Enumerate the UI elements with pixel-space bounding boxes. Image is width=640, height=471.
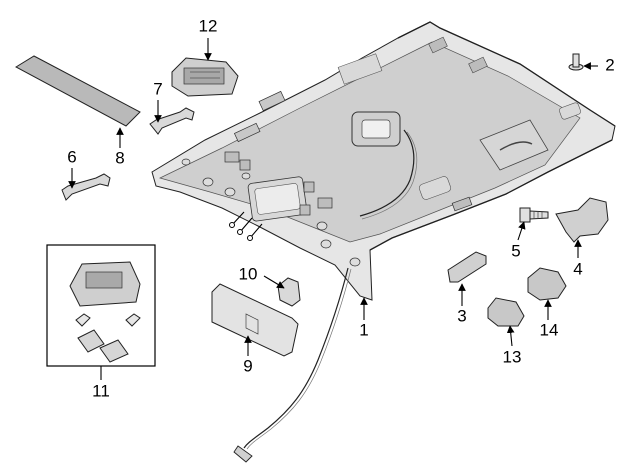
headliner-panel — [151, 21, 616, 463]
callout-2: 2 — [605, 55, 614, 74]
callout-3: 3 — [457, 306, 466, 325]
trim-strip-part-8 — [14, 55, 141, 127]
callout-7: 7 — [153, 79, 162, 98]
visor-holder-part-10 — [277, 277, 301, 307]
sun-visor-part-9 — [211, 283, 299, 357]
callout-14: 14 — [540, 320, 559, 339]
grab-handle-part-6 — [61, 173, 111, 201]
bracket-part-4 — [555, 197, 609, 243]
callout-labels: 12 7 8 6 2 5 4 3 14 13 10 9 1 11 — [67, 16, 614, 400]
leader-lines — [68, 38, 598, 380]
callout-1: 1 — [359, 320, 368, 339]
callout-11: 11 — [92, 381, 110, 400]
callout-5: 5 — [511, 241, 520, 260]
callout-6: 6 — [67, 147, 76, 166]
lamp-part-13 — [487, 297, 525, 327]
clip-part-2 — [568, 53, 584, 71]
callout-13: 13 — [503, 347, 522, 366]
clip-part-5 — [519, 207, 549, 223]
callout-10: 10 — [239, 264, 258, 283]
callout-8: 8 — [115, 148, 124, 167]
lamp-part-14 — [527, 267, 567, 301]
callout-4: 4 — [573, 259, 582, 278]
dome-lamp-part-12 — [171, 57, 239, 97]
callout-12: 12 — [199, 16, 218, 35]
callout-9: 9 — [243, 356, 252, 375]
lamp-assembly-kit-part-11 — [46, 244, 156, 367]
bracket-part-3 — [447, 251, 487, 283]
grab-handle-part-7 — [149, 107, 195, 135]
